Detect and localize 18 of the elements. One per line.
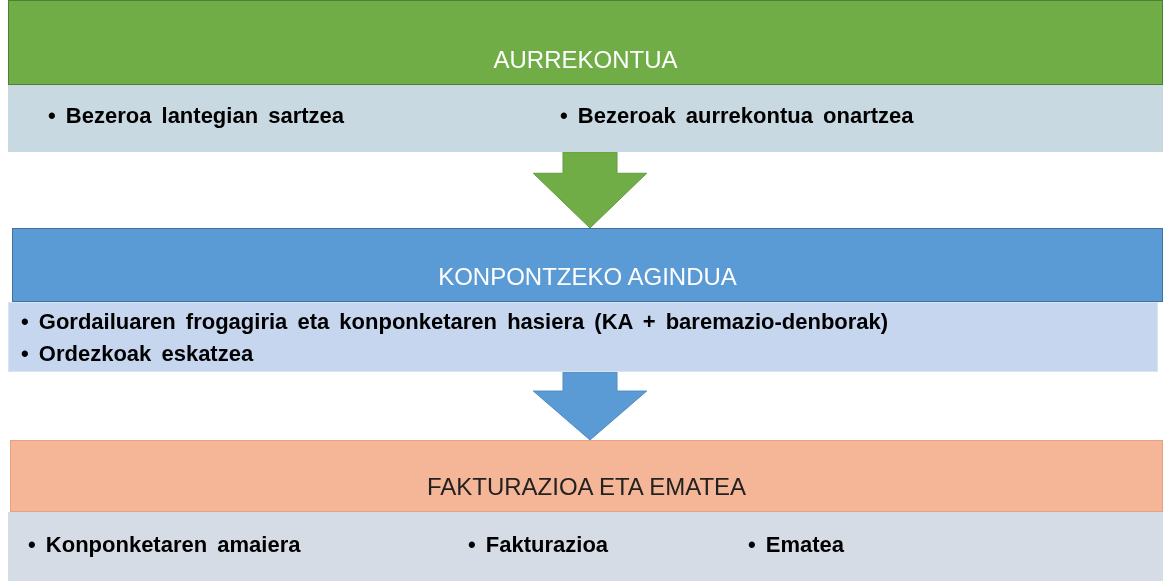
bullet-item: • Bezeroa lantegian sartzea — [48, 103, 345, 129]
block-arrow — [532, 371, 648, 441]
bullet-item: • Gordailuaren frogagiria eta konponketaren hasiera (KA + baremazio-denborak) — [21, 309, 889, 335]
header-band — [8, 0, 1163, 85]
bullet-item: • Ematea — [748, 532, 845, 558]
bullet-item: • Ordezkoak eskatzea — [21, 341, 254, 367]
section-title: FAKTURAZIOA ETA EMATEA — [426, 473, 747, 502]
bullet-item: • Fakturazioa — [468, 532, 609, 558]
bullet-item: • Bezeroak aurrekontua onartzea — [560, 103, 914, 129]
section-title: KONPONTZEKO AGINDUA — [438, 263, 737, 292]
bullet-item: • Konponketaren amaiera — [28, 532, 301, 558]
header-band — [10, 440, 1163, 512]
block-arrow — [532, 151, 648, 229]
content-panel — [8, 85, 1163, 152]
section-title: AURREKONTUA — [493, 46, 678, 75]
header-band — [12, 228, 1163, 302]
content-panel — [8, 302, 1158, 372]
content-panel — [8, 512, 1163, 581]
